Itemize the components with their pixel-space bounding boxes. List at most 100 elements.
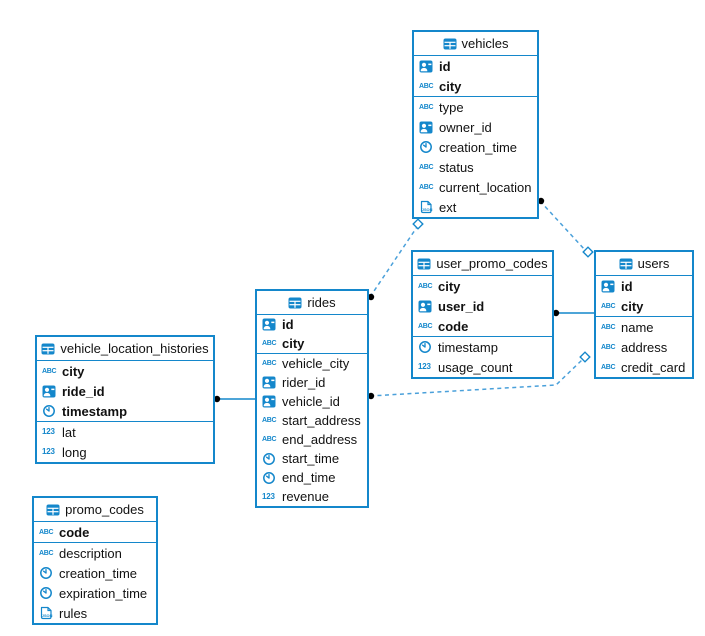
type-icon-cell: [39, 566, 59, 580]
table-header[interactable]: users: [596, 252, 692, 276]
type-icon-cell: JSON: [419, 200, 439, 214]
clock-icon: [420, 141, 432, 153]
type-icon-cell: [42, 404, 62, 418]
type-icon-cell: ABC: [418, 283, 438, 290]
abc-icon: ABC: [39, 549, 54, 557]
table-title: rides: [307, 295, 336, 310]
table-header[interactable]: promo_codes: [34, 498, 156, 522]
type-icon-cell: 123: [418, 363, 438, 371]
table-header[interactable]: vehicle_location_histories: [37, 337, 213, 361]
column-name: code: [438, 318, 469, 334]
column-name: id: [282, 317, 294, 332]
svg-text:JSON: JSON: [422, 207, 433, 212]
column-row[interactable]: ride_id: [37, 381, 213, 401]
abc-icon: ABC: [42, 367, 57, 375]
column-row[interactable]: rider_id: [257, 373, 367, 392]
column-name: owner_id: [439, 119, 492, 135]
column-row[interactable]: creation_time: [414, 137, 537, 157]
column-row[interactable]: start_time: [257, 449, 367, 468]
column-name: credit_card: [621, 359, 686, 375]
type-icon-cell: ABC: [601, 364, 621, 371]
table-header[interactable]: vehicles: [414, 32, 537, 56]
column-name: revenue: [282, 489, 329, 504]
column-row[interactable]: timestamp: [413, 337, 552, 357]
column-name: current_location: [439, 179, 532, 195]
abc-icon: ABC: [262, 360, 277, 367]
type-icon-cell: ABC: [601, 324, 621, 331]
json-icon: JSON: [40, 606, 53, 620]
column-row[interactable]: owner_id: [414, 117, 537, 137]
column-name: id: [439, 58, 451, 74]
column-row[interactable]: id: [414, 56, 537, 76]
table-title: promo_codes: [65, 502, 144, 517]
column-name: end_time: [282, 470, 336, 485]
column-name: user_id: [438, 298, 485, 314]
column-name: address: [621, 339, 668, 355]
type-icon-cell: [418, 300, 438, 313]
column-row[interactable]: user_id: [413, 296, 552, 316]
table-header[interactable]: user_promo_codes: [413, 252, 552, 276]
type-icon-cell: [601, 280, 621, 293]
type-icon-cell: ABC: [601, 303, 621, 310]
table-icon: [41, 343, 55, 354]
type-icon-cell: [262, 318, 282, 331]
type-icon-cell: ABC: [419, 164, 439, 171]
column-row[interactable]: creation_time: [34, 563, 156, 583]
column-row[interactable]: expiration_time: [34, 583, 156, 603]
user-icon: [418, 300, 432, 312]
type-icon-cell: ABC: [418, 323, 438, 330]
table-title: user_promo_codes: [436, 256, 548, 271]
column-row[interactable]: id: [257, 315, 367, 334]
edge-diamond-endpoint: [582, 246, 594, 258]
123-icon: 123: [42, 427, 55, 436]
column-row[interactable]: end_time: [257, 468, 367, 487]
clock-icon: [419, 341, 431, 353]
type-icon-cell: JSON: [39, 606, 59, 620]
type-icon-cell: ABC: [262, 436, 282, 443]
column-name: start_address: [282, 413, 361, 428]
table-header[interactable]: rides: [257, 291, 367, 315]
abc-icon: ABC: [262, 340, 277, 347]
column-row[interactable]: timestamp: [37, 401, 213, 421]
user-icon: [419, 121, 433, 133]
type-icon-cell: ABC: [419, 184, 439, 191]
edge-user_promo_codes-users: [552, 309, 594, 317]
column-name: start_time: [282, 451, 340, 466]
edge-diamond-endpoint: [579, 351, 591, 363]
column-row[interactable]: id: [596, 276, 692, 296]
user-icon: [601, 280, 615, 292]
column-row[interactable]: vehicle_id: [257, 392, 367, 411]
column-name: city: [621, 298, 644, 314]
